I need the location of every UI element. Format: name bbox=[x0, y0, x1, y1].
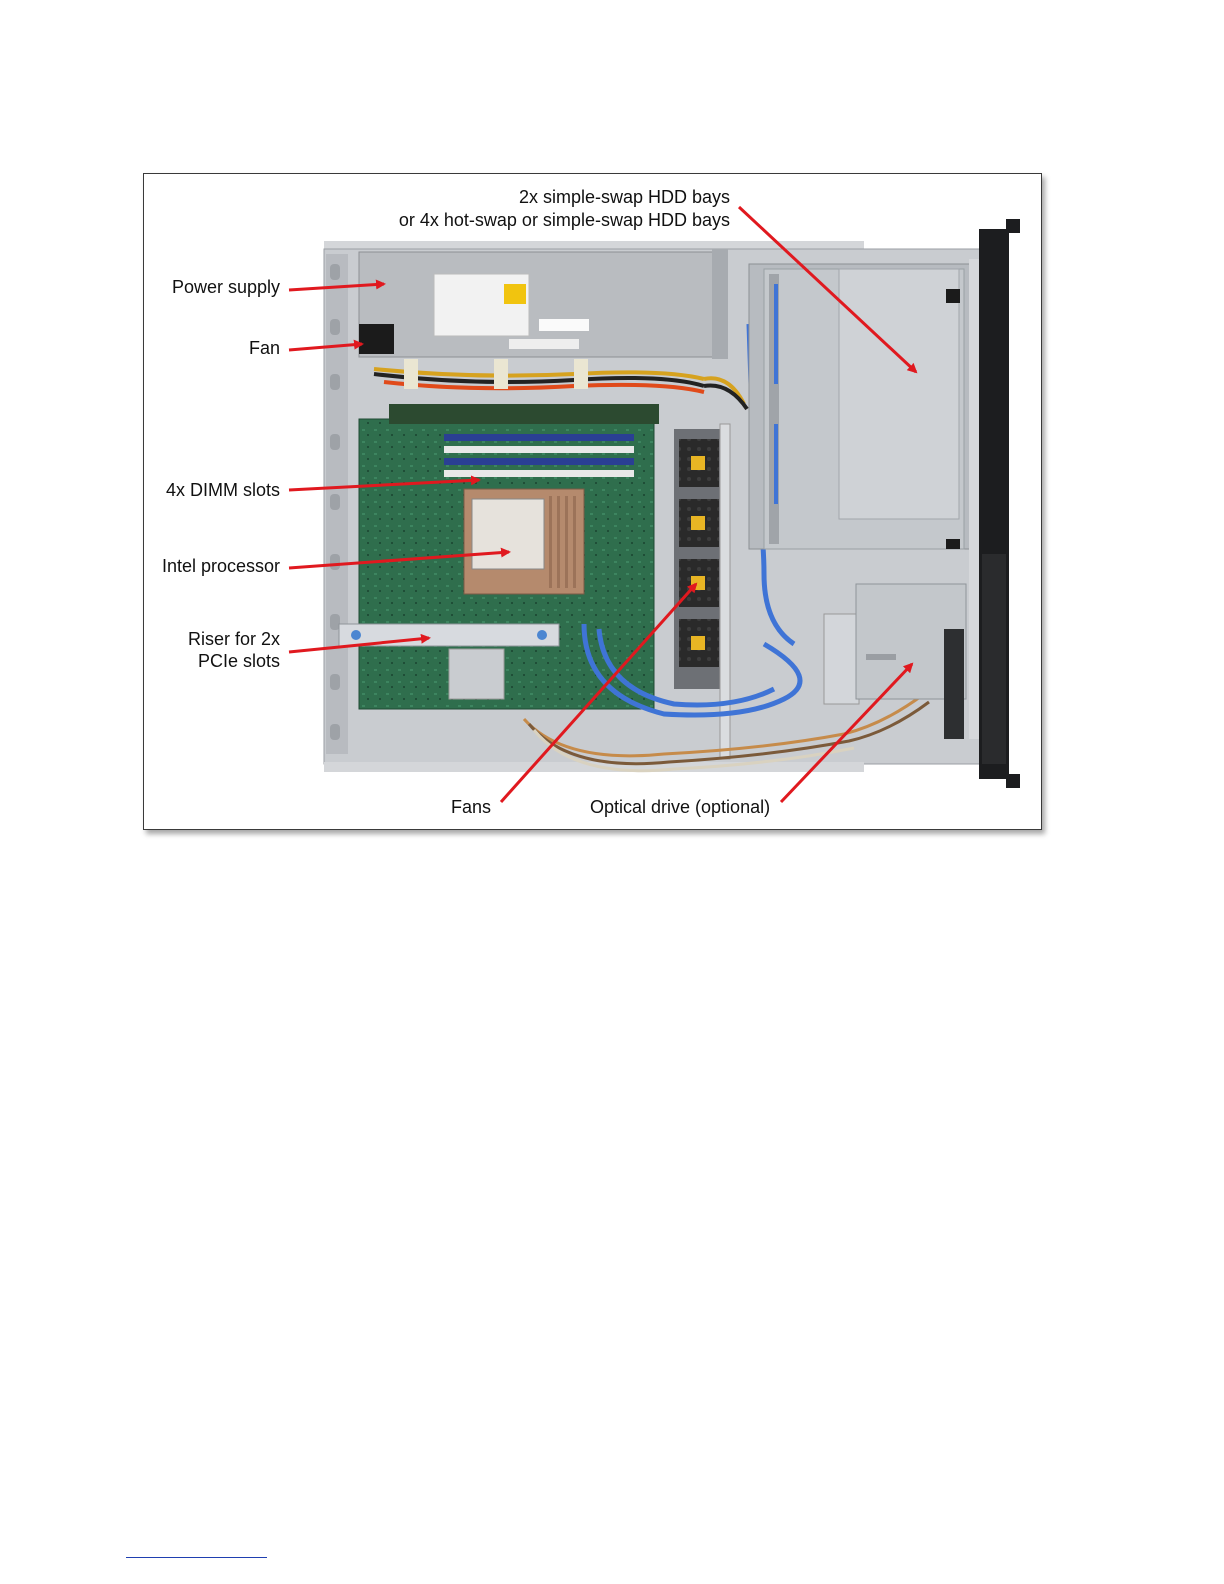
label-hdd-bays-line1: 2x simple-swap HDD bays bbox=[519, 186, 730, 208]
label-riser-line1: Riser for 2x bbox=[188, 628, 280, 650]
server-internal-photo: 2x simple-swap HDD bays or 4x hot-swap o… bbox=[143, 173, 1042, 830]
label-power-supply: Power supply bbox=[172, 276, 280, 298]
label-fan: Fan bbox=[249, 337, 280, 359]
label-fans: Fans bbox=[451, 796, 491, 818]
label-processor: Intel processor bbox=[162, 555, 280, 577]
footnote-separator bbox=[126, 1557, 267, 1558]
label-dimm-slots: 4x DIMM slots bbox=[166, 479, 280, 501]
processor-heatsink bbox=[464, 489, 584, 594]
label-riser-line2: PCIe slots bbox=[198, 650, 280, 672]
front-bezel bbox=[979, 219, 1020, 788]
server-illustration bbox=[144, 174, 1041, 829]
label-optical-drive: Optical drive (optional) bbox=[590, 796, 770, 818]
label-hdd-bays-line2: or 4x hot-swap or simple-swap HDD bays bbox=[399, 209, 730, 231]
power-supply bbox=[359, 249, 728, 359]
